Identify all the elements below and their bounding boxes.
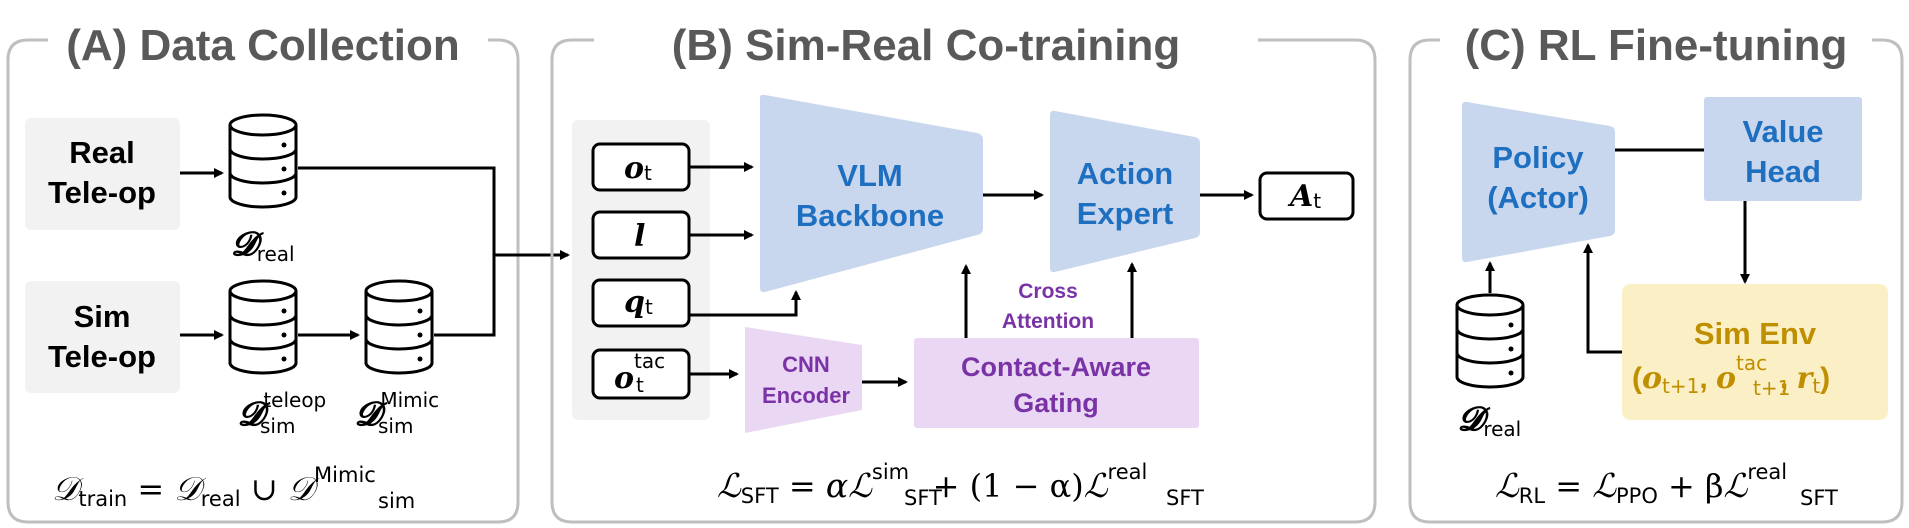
database-real-icon bbox=[228, 113, 298, 209]
real-teleop-label-1: Real bbox=[69, 135, 134, 170]
panel-a-eq-sub: sim bbox=[378, 489, 415, 513]
action-expert-label-1: Action bbox=[1077, 156, 1173, 191]
database-sim-teleop-icon bbox=[228, 279, 298, 375]
sim-env-block bbox=[1622, 284, 1888, 420]
db-sim-mimic-sub: sim bbox=[378, 414, 413, 438]
value-head-block bbox=[1704, 97, 1862, 201]
real-teleop-box bbox=[25, 118, 180, 230]
panel-c-arrows bbox=[1485, 148, 1750, 354]
panel-a-title: (A) Data Collection bbox=[66, 21, 460, 70]
panel-a-arrows bbox=[180, 166, 570, 340]
contact-aware-gating-block bbox=[914, 338, 1199, 428]
db-sim-teleop-sub: sim bbox=[260, 414, 295, 438]
panel-c-border bbox=[1408, 38, 1904, 524]
action-expert-label-2: Expert bbox=[1077, 196, 1173, 231]
input-tactile-sub: t bbox=[636, 373, 644, 397]
input-observation: 𝒐t bbox=[624, 151, 652, 186]
sim-teleop-box bbox=[25, 281, 180, 393]
panel-b-eq-sub-1: SFT bbox=[904, 486, 942, 510]
panel-a-border bbox=[6, 38, 520, 524]
database-real-rl-icon bbox=[1455, 293, 1525, 389]
policy-label-2: (Actor) bbox=[1487, 180, 1589, 215]
database-sim-mimic-icon bbox=[364, 279, 434, 375]
inputs-group bbox=[572, 120, 710, 420]
db-real-label: 𝓓real bbox=[231, 224, 294, 266]
value-head-label-1: Value bbox=[1743, 114, 1824, 149]
cnn-label-2: Encoder bbox=[762, 383, 850, 408]
policy-actor-block bbox=[1462, 101, 1615, 263]
gating-label-1: Contact-Aware bbox=[961, 352, 1151, 382]
cross-attention-label-2: Attention bbox=[1002, 310, 1094, 333]
panel-data-collection: (A) Data Collection Real Tele-op Sim Tel… bbox=[6, 21, 570, 524]
panel-c-eq-sub: SFT bbox=[1800, 486, 1838, 510]
vlm-backbone-block bbox=[760, 94, 983, 293]
action-expert-block bbox=[1050, 110, 1200, 273]
input-language: 𝒍 bbox=[634, 219, 645, 254]
panel-sim-real-cotraining: (B) Sim-Real Co-training 𝒐t 𝒍 𝒒t 𝒐tac t … bbox=[550, 21, 1377, 524]
gating-label-2: Gating bbox=[1013, 388, 1099, 418]
sim-teleop-label-2: Tele-op bbox=[48, 339, 156, 374]
panel-a-equation: 𝒟train = 𝒟real ∪ 𝒟Mimic bbox=[52, 463, 376, 511]
input-proprio: 𝒒t bbox=[624, 285, 653, 320]
panel-b-border bbox=[550, 38, 1377, 524]
sim-teleop-label-1: Sim bbox=[74, 299, 131, 334]
value-head-label-2: Head bbox=[1745, 154, 1821, 189]
panel-b-equation: ℒSFT = αℒsim.. + (1 − α)ℒreal bbox=[717, 460, 1147, 508]
vlm-label-1: VLM bbox=[837, 158, 902, 193]
policy-label-1: Policy bbox=[1492, 140, 1584, 175]
sim-env-label: Sim Env bbox=[1694, 316, 1817, 351]
real-teleop-label-2: Tele-op bbox=[48, 175, 156, 210]
vlm-label-2: Backbone bbox=[796, 198, 944, 233]
action-output-label: 𝑨t bbox=[1287, 179, 1321, 214]
panel-rl-finetuning: (C) RL Fine-tuning Policy (Actor) Value … bbox=[1408, 21, 1904, 524]
panel-c-title: (C) RL Fine-tuning bbox=[1465, 21, 1848, 70]
db-real-rl-label: 𝓓real bbox=[1458, 399, 1521, 441]
panel-b-eq-sub-2: SFT bbox=[1166, 486, 1204, 510]
input-tactile: 𝒐tac bbox=[614, 349, 665, 396]
cnn-encoder-block bbox=[745, 327, 862, 433]
sim-env-otac-sub: t+1 bbox=[1753, 376, 1790, 400]
action-output-box bbox=[1258, 171, 1355, 221]
cross-attention-label-1: Cross bbox=[1018, 280, 1078, 303]
sim-env-tuple: (𝒐t+1, 𝒐tac.., 𝒓t) bbox=[1632, 351, 1830, 398]
panel-b-title: (B) Sim-Real Co-training bbox=[672, 21, 1180, 70]
cnn-label-1: CNN bbox=[782, 352, 830, 377]
panel-c-equation: ℒRL = ℒPPO + βℒreal bbox=[1495, 460, 1787, 508]
panel-b-arrows bbox=[689, 162, 1254, 387]
